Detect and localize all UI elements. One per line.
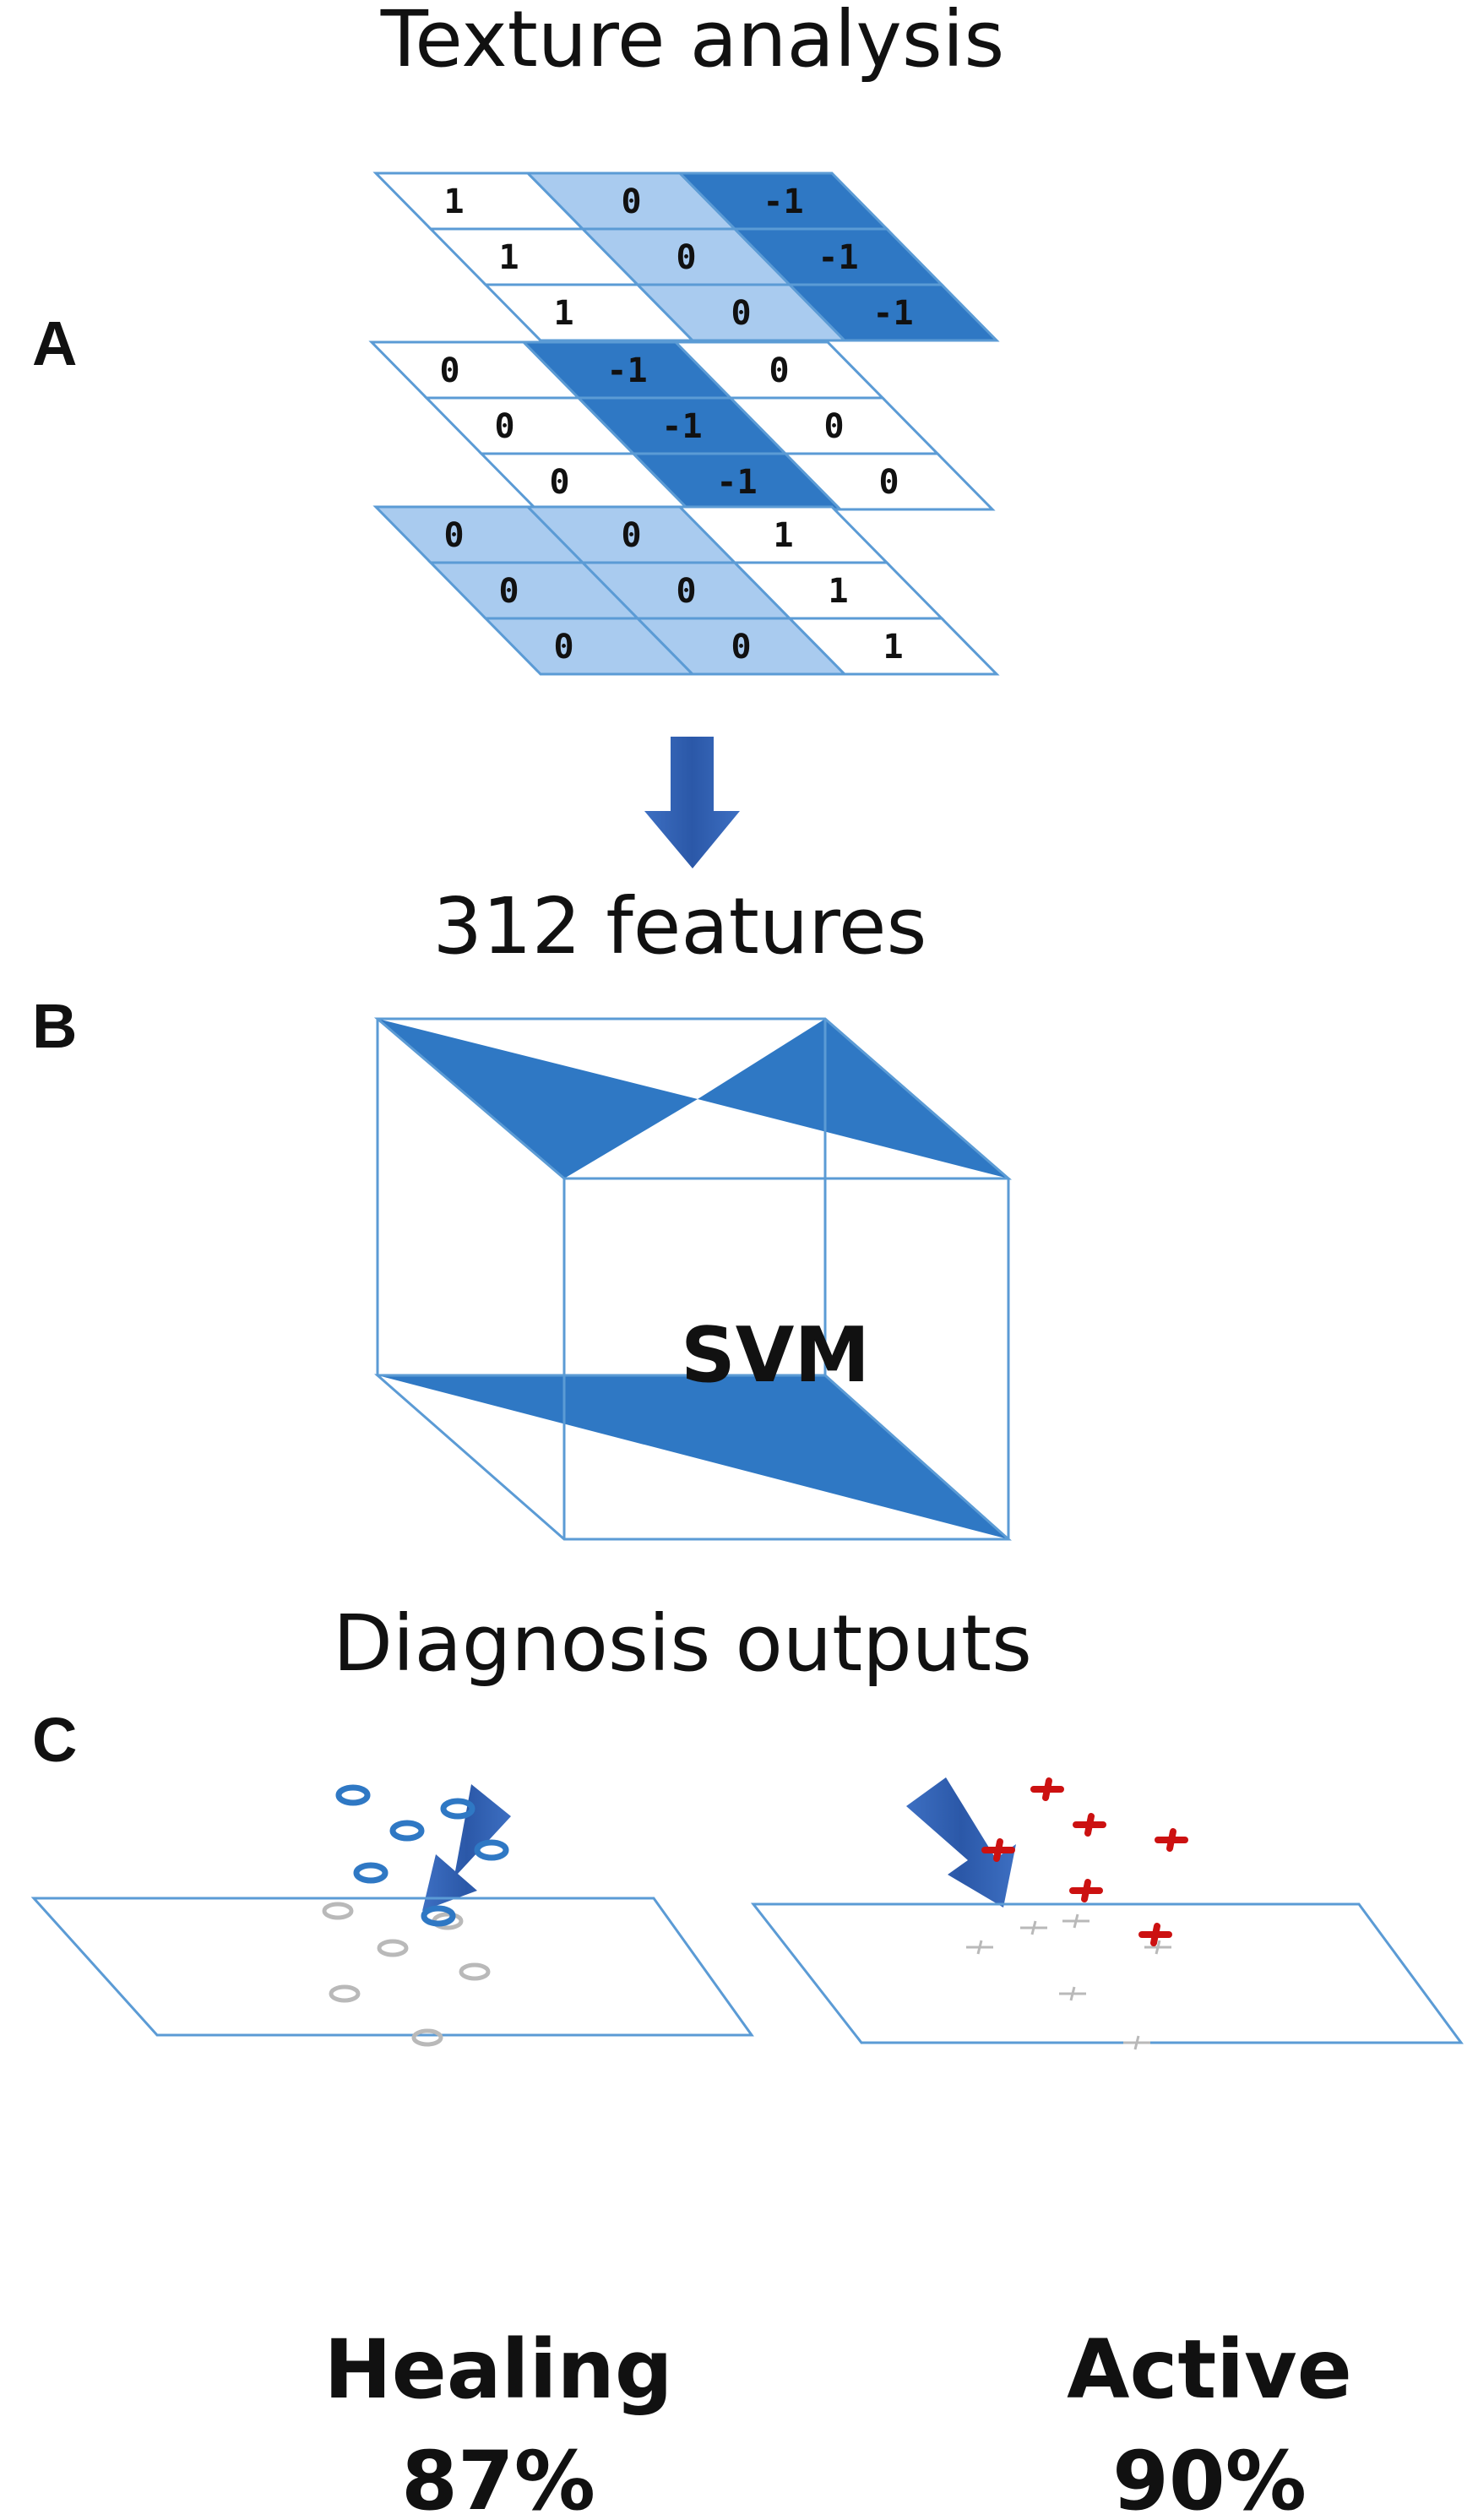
diagnosis-outputs-title: Diagnosis outputs (333, 1598, 1032, 1689)
kernel-cell-value: -1 (872, 294, 913, 333)
kernel-cell-value: -1 (716, 463, 757, 502)
kernel-cell (786, 617, 1000, 676)
svm-hyperplane-cube (373, 1017, 1013, 1541)
kernel-cell (782, 452, 996, 511)
kernel-cell-value: 1 (883, 628, 903, 667)
kernel-cell-value: -1 (661, 407, 702, 446)
kernel-cell-value: 0 (621, 182, 641, 221)
kernel-cell-value: 0 (769, 351, 789, 390)
texture-analysis-title: Texture analysis (380, 0, 1005, 84)
kernel-cell-value: 0 (676, 572, 696, 611)
kernel-cell-value: -1 (606, 351, 647, 390)
active-output-plane (750, 1777, 1464, 2050)
down-arrow-icon (644, 737, 740, 868)
arrow-to-active-icon (906, 1777, 1016, 1908)
kernel-cell-value: 0 (549, 463, 569, 502)
healing-label: Healing (323, 2322, 672, 2417)
kernel-cell-value: 0 (878, 463, 899, 502)
kernel-cell-value: 0 (731, 294, 751, 333)
kernel-cell-value: 0 (439, 351, 459, 390)
kernel-cell-value: 0 (443, 516, 464, 555)
svm-label: SVM (681, 1311, 870, 1400)
kernel-cell-value: 1 (773, 516, 793, 555)
arrow-to-healing-icon (422, 1784, 511, 1911)
kernel-cell-value: 1 (498, 238, 519, 277)
kernel-cell-value: 0 (676, 238, 696, 277)
features-count-label: 312 features (433, 881, 927, 972)
kernel-cell-value: 0 (731, 628, 751, 667)
kernel-cell (786, 283, 1000, 342)
panel-letter-a: A (32, 308, 77, 378)
kernel-cell-value: 0 (498, 572, 519, 611)
kernel-cell-value: 0 (494, 407, 514, 446)
kernel-cell-value: 1 (828, 572, 848, 611)
panel-letter-b: B (32, 991, 77, 1061)
active-label: Active (1067, 2322, 1352, 2417)
kernel-cell-value: 0 (621, 516, 641, 555)
kernel-cell-value: 0 (823, 407, 844, 446)
kernel-cell-value: 1 (553, 294, 573, 333)
kernel-cell-value: 0 (553, 628, 573, 667)
kernel-cell-value: 1 (443, 182, 464, 221)
kernel-cell-value: -1 (763, 182, 803, 221)
active-percent: 90% (1112, 2434, 1307, 2520)
healing-percent: 87% (401, 2434, 595, 2520)
kernel-grid-1: 1 0 -1 1 0 -1 1 0 -1 (372, 171, 1000, 342)
panel-letter-c: C (32, 1705, 77, 1775)
kernel-cell-value: -1 (818, 238, 858, 277)
healing-output-plane (30, 1784, 754, 2047)
